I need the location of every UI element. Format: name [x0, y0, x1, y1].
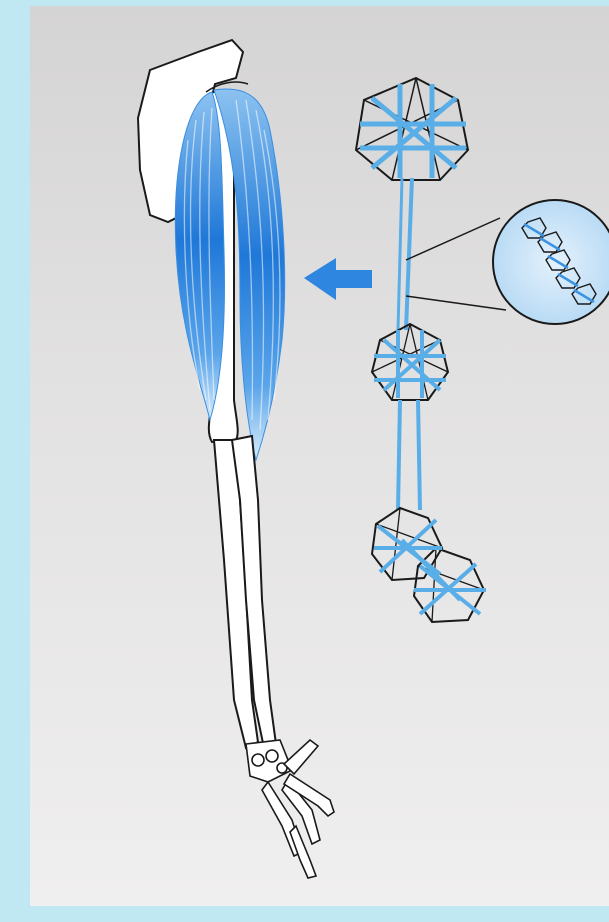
magnifier-circle-icon: [493, 200, 609, 324]
arrow-left-icon: [304, 258, 372, 300]
hand-bones: [246, 740, 334, 878]
icosahedron-icon: [356, 78, 468, 180]
icosahedron-icon: [372, 324, 448, 400]
icosahedron-icon: [372, 508, 486, 622]
